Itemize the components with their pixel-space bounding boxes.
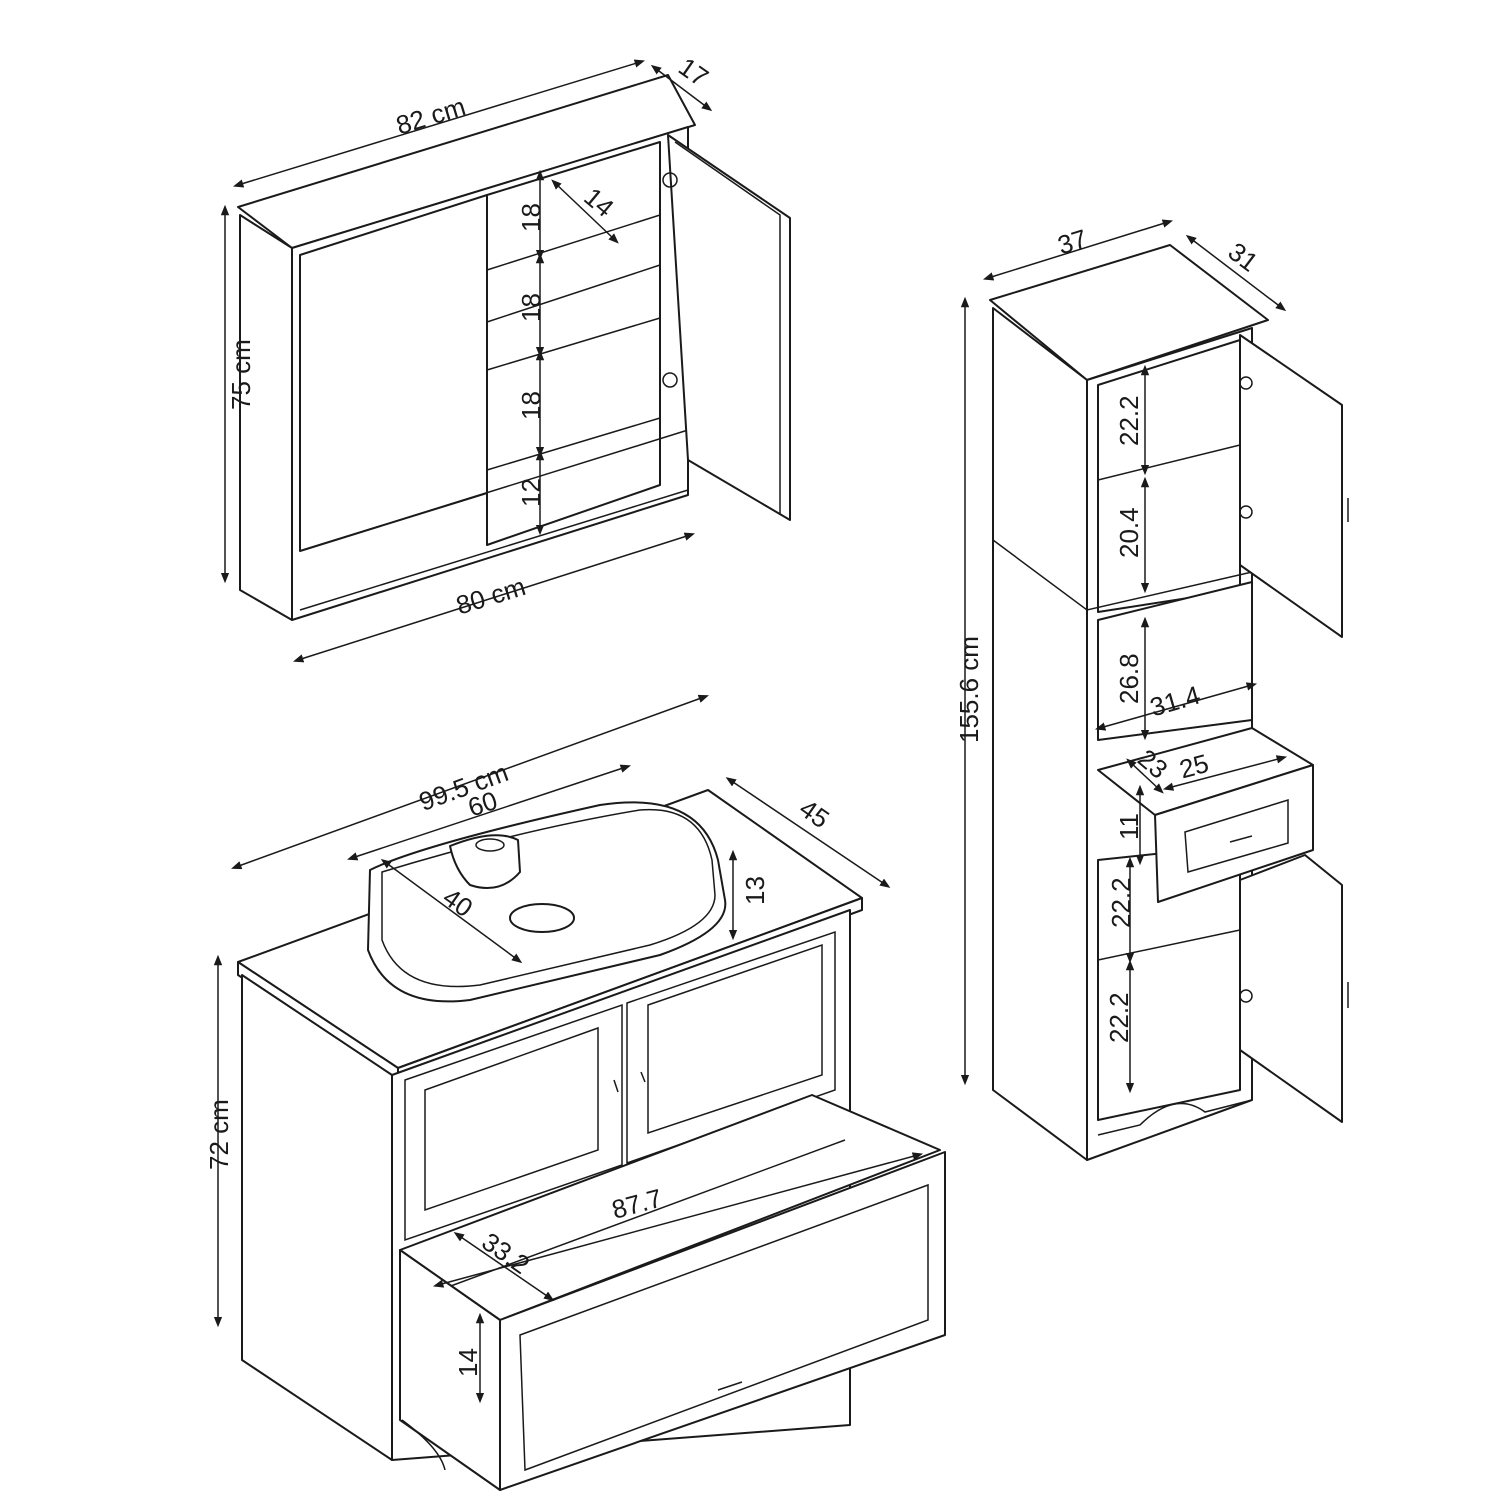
mirror-height-label: 75 cm <box>226 339 256 410</box>
mirror-cabinet <box>237 74 791 621</box>
tall-open-height-label: 26.8 <box>1114 653 1144 704</box>
mirror-width-label: 82 cm <box>392 91 468 140</box>
vanity-dimensions: 99.5 cm 60 45 40 13 72 cm 87.7 33.2 14 <box>204 694 924 1404</box>
drawer-height-label: 14 <box>453 1348 483 1377</box>
tall-width-label: 37 <box>1054 223 1090 260</box>
tall-upper-2-label: 20.4 <box>1114 507 1144 558</box>
mirror-inner-width-label: 80 cm <box>452 571 528 620</box>
vanity-unit <box>237 789 946 1491</box>
tall-drawer-height-label: 11 <box>1114 813 1144 840</box>
vanity-height-label: 72 cm <box>204 1099 234 1170</box>
mirror-shelf-1-label: 18 <box>516 203 546 232</box>
tall-cabinet-dimensions: 37 31 155.6 cm 22.2 20.4 26.8 31.4 23 25… <box>954 219 1288 1094</box>
tall-lower-2-label: 22.2 <box>1104 992 1134 1043</box>
mirror-shelf-3-label: 18 <box>516 391 546 420</box>
tall-height-label: 155.6 cm <box>954 636 984 743</box>
tall-depth-label: 31 <box>1223 236 1264 277</box>
mirror-shelf-4-label: 12 <box>516 478 546 507</box>
basin-height-label: 13 <box>740 876 770 905</box>
mirror-shelf-2-label: 18 <box>516 293 546 322</box>
tall-upper-1-label: 22.2 <box>1114 395 1144 446</box>
tall-lower-1-label: 22.2 <box>1106 877 1136 928</box>
